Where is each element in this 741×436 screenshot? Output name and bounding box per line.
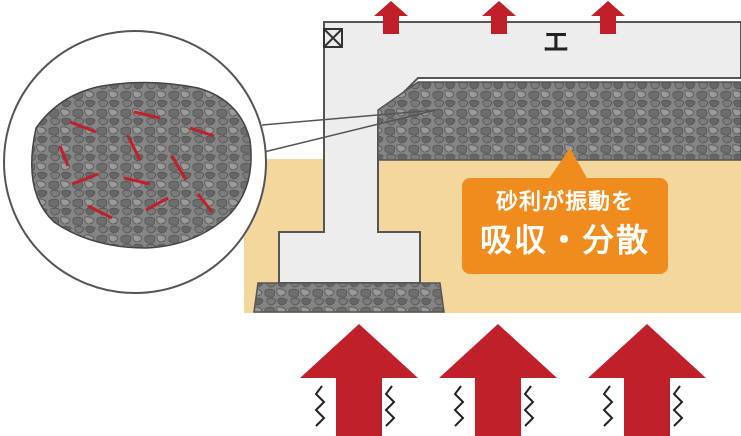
callout-line2: 吸収・分散 (479, 221, 650, 259)
arrow-up-icon (374, 1, 625, 34)
beam-label: エ (543, 28, 569, 58)
zoom-leader (261, 109, 437, 153)
arrow-up-icon (300, 324, 418, 436)
concrete-foundation (278, 21, 741, 284)
callout-box: 砂利が振動を 吸収・分散 (462, 178, 668, 274)
callout-pointer (548, 148, 588, 180)
arrow-up-icon (439, 324, 557, 436)
wave-icon (314, 385, 684, 427)
base-gravel (253, 282, 445, 313)
box-cross-icon (323, 28, 343, 48)
under-slab-gravel (377, 81, 741, 161)
callout-line1: 砂利が振動を (495, 190, 634, 215)
vibration-arrows (300, 324, 706, 436)
zoom-circle (3, 30, 267, 294)
arrow-up-icon (588, 324, 706, 436)
